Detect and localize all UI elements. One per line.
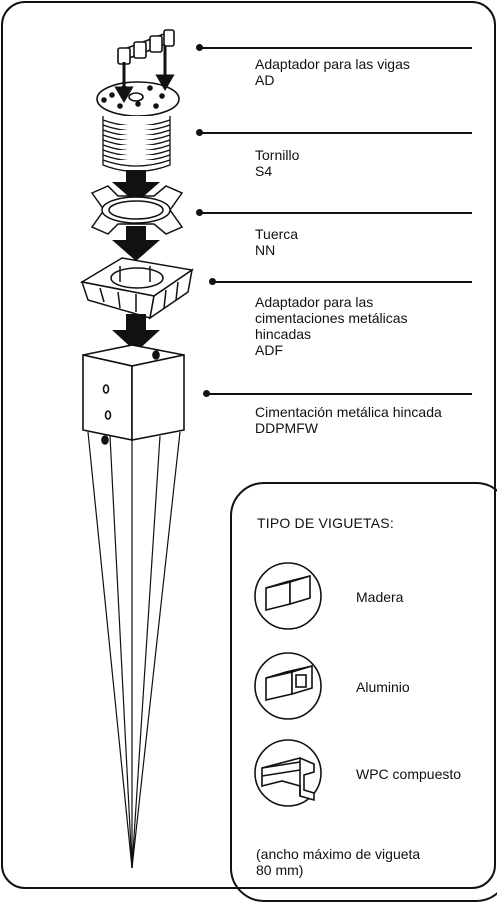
leader-dot-ddpmfw (203, 390, 210, 397)
component-code: AD (255, 72, 275, 88)
foundation-part (82, 344, 185, 869)
component-name: Tuerca (255, 226, 299, 242)
component-name: Tornillo (255, 147, 300, 163)
component-code: NN (255, 242, 276, 258)
leader-line-ad (200, 47, 472, 49)
leader-line-nn (200, 212, 472, 214)
component-label-adf: Adaptador para las cimentaciones metálic… (255, 294, 408, 358)
component-code: DDPMFW (255, 420, 318, 436)
beam-adapter-part (96, 29, 180, 117)
component-name: Adaptador para las vigas (255, 56, 410, 72)
arrow-prong-left (114, 62, 134, 103)
leader-dot-nn (196, 209, 203, 216)
component-code: S4 (255, 163, 273, 179)
leader-dot-ad (196, 44, 203, 51)
component-name-line: hincadas (255, 326, 312, 342)
component-name-line: cimentaciones metálicas (255, 310, 408, 326)
leader-dot-s4 (196, 129, 203, 136)
screw-part (102, 116, 171, 173)
note-line: (ancho máximo de vigueta (256, 846, 421, 862)
joist-type-wpc: WPC compuesto (356, 766, 462, 782)
leader-dot-adf (209, 278, 216, 285)
component-name: Cimentación metálica hincada (255, 404, 442, 420)
nut-part (90, 185, 184, 235)
arrow-screw-to-nut (112, 170, 160, 203)
joist-type-wood: Madera (356, 589, 404, 605)
note-line: 80 mm) (256, 862, 304, 878)
leader-line-ddpmfw (207, 393, 472, 395)
component-label-ad: Adaptador para las vigas AD (255, 56, 410, 88)
arrow-adf-to-foundation (112, 314, 160, 352)
foundation-adapter-part (79, 257, 194, 320)
component-code: ADF (255, 342, 283, 358)
leader-line-s4 (200, 132, 472, 134)
leader-line-adf (213, 281, 472, 283)
component-label-s4: Tornillo S4 (255, 147, 299, 179)
component-name-line: Adaptador para las (255, 294, 374, 310)
joist-types-title: TIPO DE VIGUETAS: (257, 515, 394, 531)
component-label-nn: Tuerca NN (255, 226, 298, 258)
arrow-nut-to-adf (112, 226, 160, 261)
component-label-ddpmfw: Cimentación metálica hincada DDPMFW (255, 404, 442, 436)
arrow-prong-right (155, 46, 175, 91)
joist-type-aluminium: Aluminio (356, 679, 410, 695)
max-joist-width-note: (ancho máximo de vigueta 80 mm) (256, 846, 420, 878)
